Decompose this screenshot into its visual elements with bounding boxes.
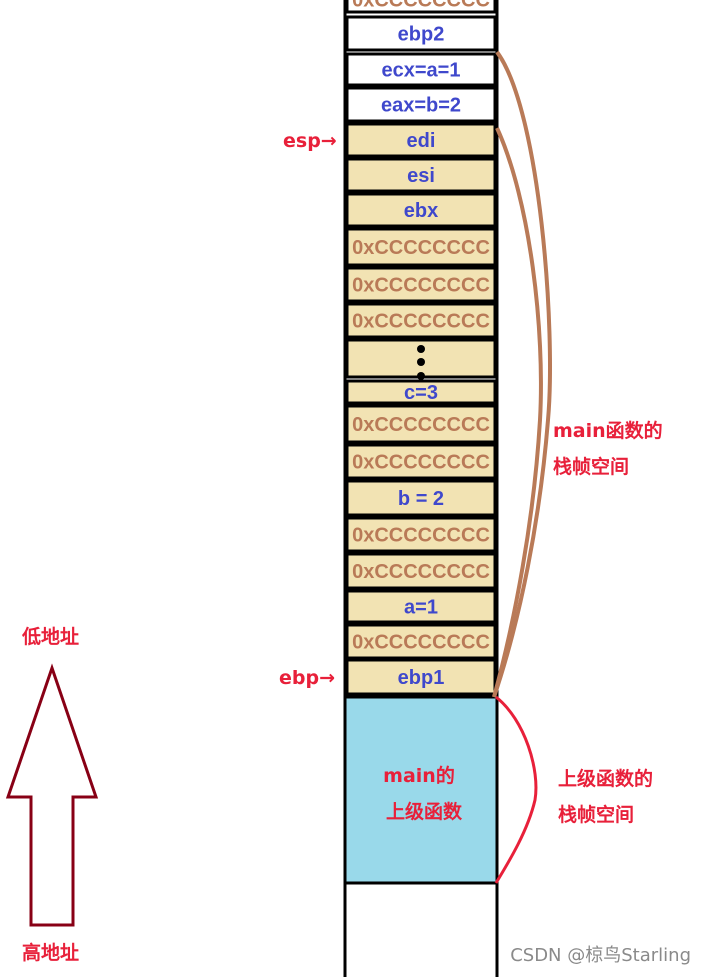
stack-cell-4 (345, 122, 497, 158)
stack-cell-label-2: ecx=a=1 (382, 60, 461, 82)
stack-cell-9 (345, 302, 497, 339)
stack-cell-label-19: ebp1 (398, 667, 445, 689)
stack-cell-13 (345, 443, 497, 480)
stack-cell-label-12: 0xCCCCCCCC (352, 414, 490, 436)
stack-cell-12 (345, 404, 497, 444)
main-frame-label-line2: 栈帧空间 (553, 456, 630, 478)
address-direction-arrow (5, 663, 99, 927)
stack-cell-label-6: ebx (404, 200, 438, 222)
stack-cell-5 (345, 157, 497, 193)
caller-frame-label-line1: 上级函数的 (558, 768, 654, 790)
stack-cell-19 (345, 658, 497, 696)
stack-cell-16 (345, 552, 497, 590)
stack-cells: 0xCCCCCCCC ebp2 ecx=a=1 eax=b=2 edi esi ebx 0xC… (345, 0, 497, 696)
stack-cell-label-11: c=3 (404, 382, 438, 404)
stack-cell-label-13: 0xCCCCCCCC (352, 452, 490, 474)
stack-cell-label-14: b = 2 (398, 488, 444, 510)
ellipsis-dot-0 (417, 345, 425, 353)
stack-cell-label-5: esi (407, 165, 435, 187)
stack-cell-3 (345, 86, 497, 123)
watermark: CSDN @椋鸟Starling (510, 945, 691, 966)
stack-cell-label-1: ebp2 (398, 24, 445, 46)
stack-cell-label-9: 0xCCCCCCCC (352, 311, 490, 333)
stack-cell-label-18: 0xCCCCCCCC (352, 632, 490, 654)
stack-cell-8 (345, 266, 497, 303)
stack-cell-0 (345, 0, 497, 14)
caller-frame-brace (494, 695, 538, 884)
low-address-label: 低地址 (22, 626, 80, 648)
esp-pointer-label: esp→ (283, 130, 337, 152)
stack-cell-label-17: a=1 (404, 597, 438, 619)
high-address-label: 高地址 (22, 942, 80, 964)
stack-cell-label-8: 0xCCCCCCCC (352, 275, 490, 297)
stack-cell-11 (345, 379, 497, 405)
ellipsis-dot-1 (417, 358, 425, 366)
caller-block-line1: main的 (383, 764, 455, 787)
stack-cell-17 (345, 589, 497, 624)
caller-block-line2: 上级函数 (386, 800, 463, 823)
main-frame-brace-outer (492, 50, 552, 698)
stack-cell-label-0: 0xCCCCCCCC (352, 0, 490, 12)
ebp-pointer-label: ebp→ (279, 667, 336, 689)
stack-cell-label-15: 0xCCCCCCCC (352, 525, 490, 547)
stack-cell-label-7: 0xCCCCCCCC (352, 237, 490, 259)
stack-cell-18 (345, 623, 497, 660)
stack-cell-2 (345, 52, 497, 87)
main-frame-label-line1: main函数的 (553, 420, 663, 442)
caller-frame-label-line2: 栈帧空间 (558, 804, 635, 826)
main-frame-brace-inner (492, 127, 543, 698)
stack-cell-label-3: eax=b=2 (381, 95, 461, 117)
stack-cell-1 (345, 15, 497, 52)
stack-cell-6 (345, 192, 497, 228)
ellipsis-dot-2 (417, 372, 425, 380)
stack-cell-label-4: edi (407, 130, 436, 152)
stack-cell-label-16: 0xCCCCCCCC (352, 561, 490, 583)
stack-cell-7 (345, 227, 497, 267)
caller-frame-block (343, 695, 499, 885)
stack-cell-15 (345, 516, 497, 553)
stack-cell-14 (345, 479, 497, 517)
